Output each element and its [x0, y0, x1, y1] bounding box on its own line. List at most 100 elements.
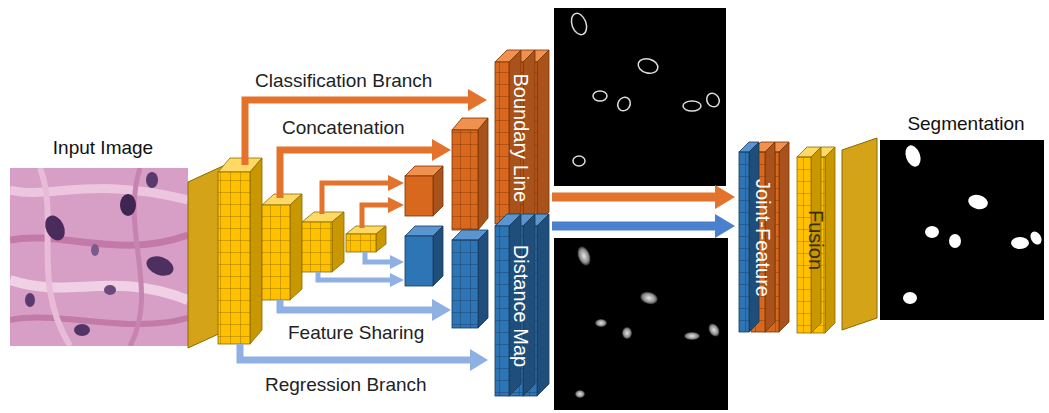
regression-block [478, 230, 488, 328]
tissue-image [130, 168, 142, 346]
regression-arrow [318, 272, 390, 280]
encoder-block [218, 158, 262, 344]
arrow-shaft [552, 222, 715, 231]
encoder-block [346, 226, 386, 252]
tissue-image [91, 244, 99, 256]
distance-output-image [575, 390, 585, 398]
boundary-output-image [573, 156, 585, 166]
arrow-head [390, 255, 488, 371]
feature-slab [509, 50, 535, 224]
regression-block [405, 226, 443, 286]
boundary-output-image [637, 57, 660, 76]
tissue-image [10, 235, 188, 245]
encoder-block [376, 226, 386, 252]
panel-heading: Segmentation [880, 112, 1049, 136]
block-title: Joint-Feature [752, 179, 774, 297]
feature-slab [509, 214, 535, 396]
classification-arrow [362, 205, 388, 228]
classification-arrow [280, 150, 432, 198]
boundary-output-image [554, 8, 726, 186]
branch-label: Feature Sharing [288, 322, 424, 344]
tissue-image [10, 318, 188, 325]
regression-block [405, 236, 433, 286]
encoder-block [302, 222, 332, 272]
arrow-head [388, 89, 487, 213]
distance-output-image [554, 238, 728, 410]
tissue-image [146, 172, 158, 188]
classification-arrow [322, 183, 388, 214]
boundary-output-image [554, 8, 726, 186]
slab-front [739, 152, 749, 332]
encoder-block [262, 194, 302, 300]
block-title: Fusion [805, 210, 827, 270]
distance-output-image [575, 245, 722, 398]
distance-output-image [684, 332, 700, 340]
tissue-image [10, 280, 188, 300]
flow-arrow [552, 214, 735, 238]
panel-heading: Input Image [8, 136, 198, 160]
segmentation-image [903, 143, 1044, 304]
boundary-output-image [683, 101, 701, 111]
arrow-head [388, 197, 404, 213]
regression-block [452, 230, 488, 328]
regression-arrow [240, 252, 470, 360]
branch-label: Classification Branch [255, 70, 432, 92]
classification-block [405, 176, 433, 216]
classification-block [433, 166, 443, 216]
slab-side [537, 214, 549, 396]
encoder-block [290, 194, 302, 300]
classification-block [452, 130, 478, 230]
classification-block [452, 118, 488, 230]
fusion-block: Fusion [793, 145, 839, 335]
arrow-head [390, 273, 404, 287]
segmentation-image [1028, 229, 1044, 246]
regression-block [433, 226, 443, 286]
flow-arrow [552, 185, 735, 209]
regression-arrow [365, 252, 390, 262]
arrow-head [468, 89, 487, 111]
boundary-output-image [569, 11, 722, 166]
tissue-image [10, 168, 188, 346]
arrow-head [390, 255, 404, 269]
encoder-block [302, 212, 344, 272]
distance-output-image [595, 319, 607, 327]
segmentation-image [903, 143, 924, 168]
joint-feature-block: Joint-Feature [735, 140, 791, 335]
tissue-image [40, 168, 70, 346]
tissue-image [41, 212, 68, 243]
boundary-line-block: Boundary Line [489, 48, 552, 228]
boundary-output-image [593, 91, 607, 101]
regression-block [452, 240, 478, 328]
segmentation-image [1011, 237, 1029, 249]
arrow-head [715, 214, 735, 238]
classification-arrow [245, 100, 468, 228]
segmentation-image [903, 292, 917, 304]
branch-label: Regression Branch [265, 374, 427, 396]
encoder-block [218, 172, 250, 344]
segmentation-image [925, 226, 939, 238]
segmentation-panel: Segmentation [880, 112, 1049, 322]
classification-block [405, 166, 443, 216]
slab-side [537, 50, 549, 224]
encoder-block [332, 212, 344, 272]
distance-output-image [575, 245, 593, 268]
slab-front [495, 62, 509, 224]
input-image-panel: Input Image [8, 136, 198, 348]
distance-output-image [706, 321, 722, 338]
slab-front [495, 226, 509, 396]
arrow-head [388, 175, 404, 191]
arrow-head [432, 299, 451, 321]
encoder-block [262, 205, 290, 300]
distance-output-image [639, 290, 659, 306]
tissue-image [144, 253, 176, 279]
classification-block [478, 118, 488, 230]
boundary-output-image [569, 11, 590, 36]
tissue-image [25, 293, 35, 307]
regression-arrow [240, 344, 470, 360]
arrow-head [715, 185, 735, 209]
tissue-image [74, 324, 90, 336]
block-title: Distance Map [510, 245, 532, 367]
slab-side [779, 142, 789, 332]
output-layer-plate [842, 138, 877, 330]
